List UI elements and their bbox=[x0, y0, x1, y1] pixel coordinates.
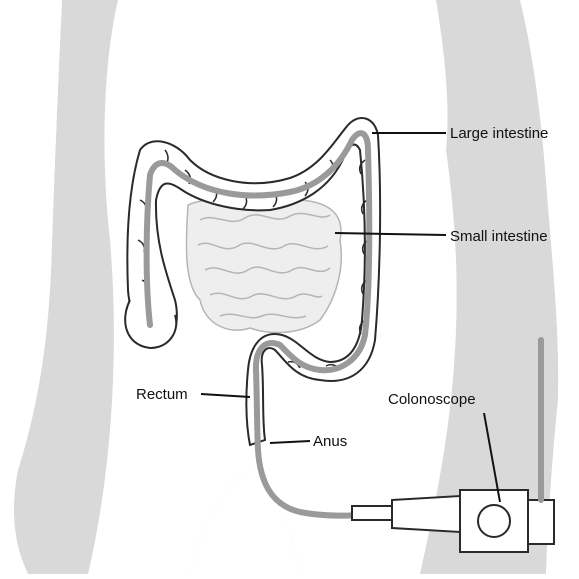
label-small-intestine: Small intestine bbox=[450, 228, 548, 245]
anus-leader bbox=[270, 441, 310, 443]
label-rectum: Rectum bbox=[136, 386, 188, 403]
small-intestine-leader bbox=[335, 233, 446, 235]
label-large-intestine: Large intestine bbox=[450, 125, 548, 142]
colonoscope-eyepiece bbox=[478, 505, 510, 537]
crotch-gap bbox=[190, 470, 300, 574]
label-anus: Anus bbox=[313, 433, 347, 450]
label-colonoscope: Colonoscope bbox=[388, 391, 476, 408]
colonoscope-neck bbox=[392, 496, 460, 532]
colonoscope-handle bbox=[528, 500, 554, 544]
colonoscope-nozzle bbox=[352, 506, 392, 520]
rectum-leader bbox=[201, 394, 250, 397]
